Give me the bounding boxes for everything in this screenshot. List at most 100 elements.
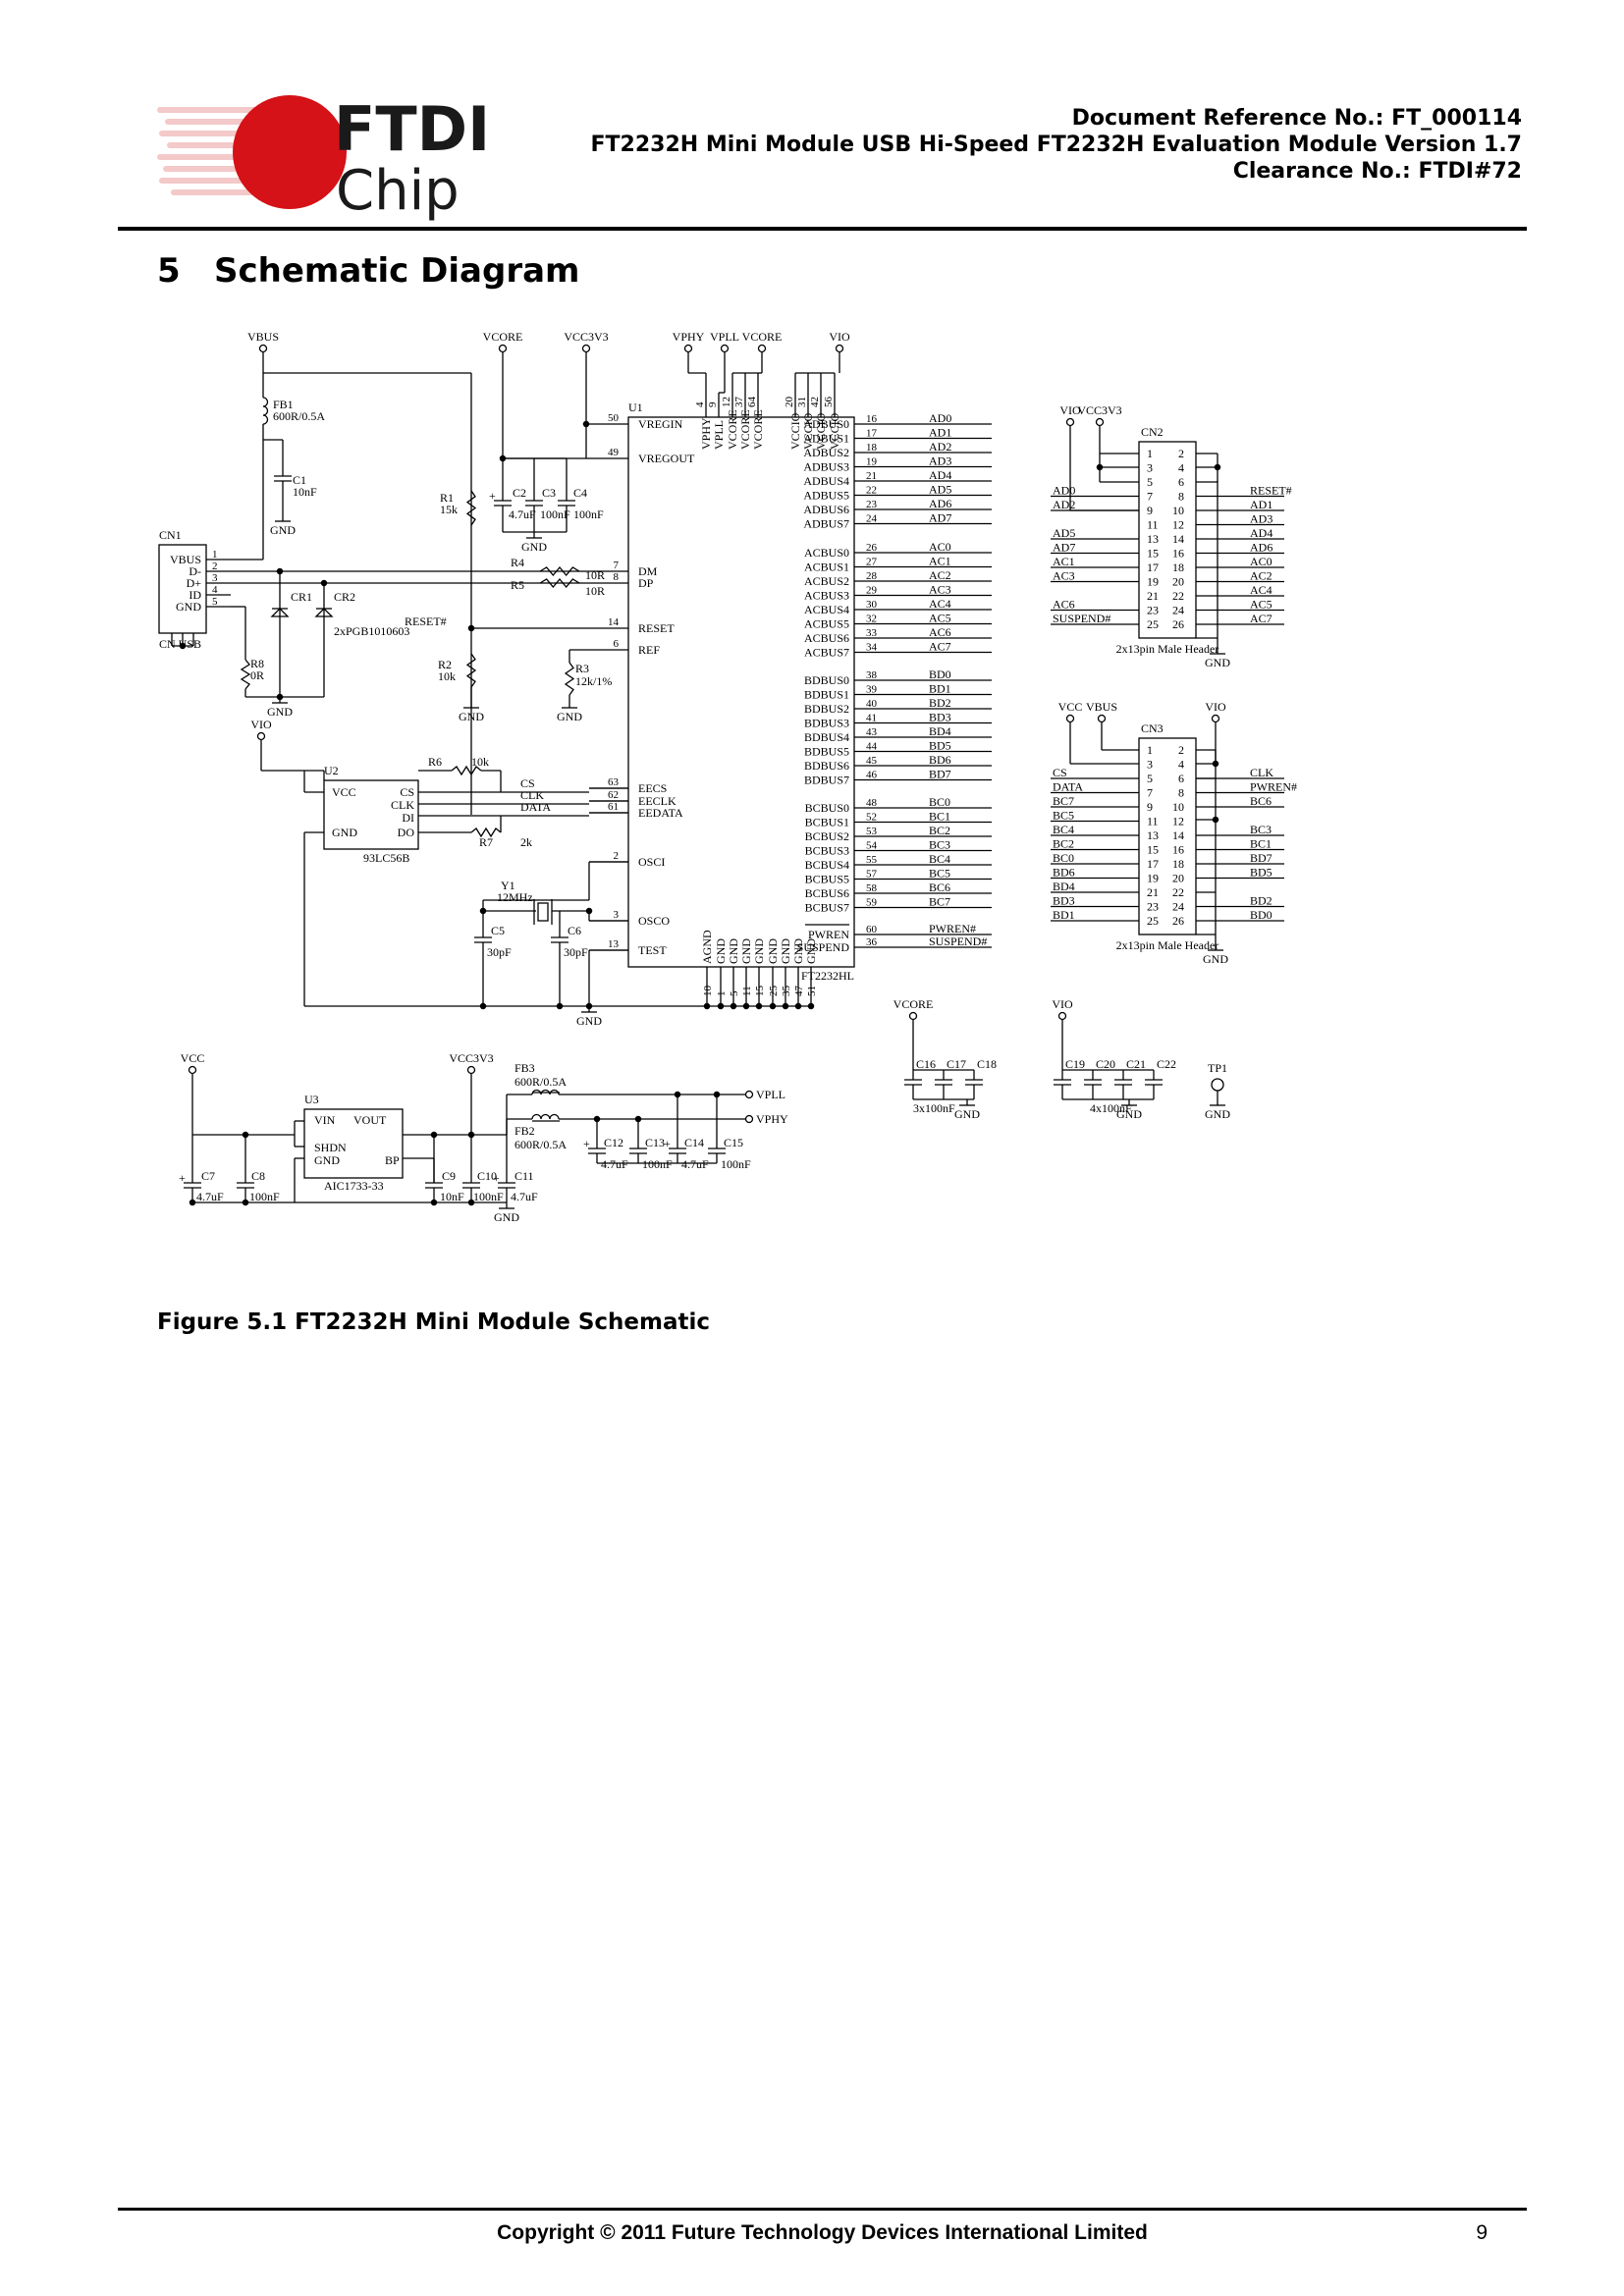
c1-value: 10nF	[293, 485, 317, 499]
u2-pin-vcc: VCC	[332, 785, 356, 799]
c20-label: C20	[1096, 1057, 1115, 1071]
cr2-diode	[314, 608, 334, 617]
bdbus-net: BD6	[929, 753, 951, 767]
r5-resistor	[539, 577, 580, 589]
c8-value: 100nF	[249, 1190, 280, 1203]
u1-pin-reset: RESET	[638, 621, 675, 635]
cn3-header-pin-odd: 23	[1147, 900, 1159, 914]
adbus-num: 16	[866, 413, 878, 425]
fb2-coil	[540, 1113, 551, 1120]
cn3-header-pin-odd: 13	[1147, 828, 1159, 842]
cr1-label: CR1	[291, 590, 312, 604]
fb2-label: FB2	[514, 1124, 535, 1138]
fb2-coil	[531, 1113, 542, 1120]
r4-label: R4	[511, 556, 524, 569]
u1-pin-num: 13	[608, 938, 620, 950]
bdbus-net: BD4	[929, 724, 951, 738]
vphy-rail: VPHY	[673, 330, 705, 344]
r5-value: 10R	[585, 584, 605, 598]
u1-top-num: 56	[823, 397, 835, 408]
r2-value: 10k	[438, 669, 456, 683]
u1-pin-vregout: VREGOUT	[638, 452, 695, 465]
u1-pin-num: 63	[608, 776, 620, 788]
cn3-header-pin-even: 2	[1178, 743, 1184, 757]
cn2-header-pin-even: 8	[1178, 490, 1184, 504]
cn3-header-left-net: BC4	[1053, 823, 1074, 836]
r3-resistor	[564, 662, 575, 696]
cn3-header-left-net: BD1	[1053, 908, 1075, 922]
cn1-part: CN USB	[159, 637, 201, 651]
cn1-pin-num: 3	[212, 572, 218, 584]
junction-dot	[593, 1115, 601, 1123]
adbus-pin: ADBUS1	[803, 432, 849, 446]
vbus-rail-cn3-terminal	[1097, 714, 1107, 723]
cn2-header-ref: CN2	[1141, 425, 1164, 439]
cn3-header-pin-odd: 11	[1147, 815, 1159, 828]
vcc3v3-rail-cn2-terminal	[1095, 417, 1105, 427]
r4-resistor	[539, 565, 580, 577]
cn2-header-pin-odd: 5	[1147, 475, 1153, 489]
c12-value: 4.7uF	[601, 1157, 628, 1171]
junction-dot	[1212, 816, 1219, 824]
cn3-header-pin-even: 26	[1172, 914, 1184, 928]
vio-rail-u2: VIO	[250, 718, 272, 731]
cn2-header-pin-odd: 9	[1147, 504, 1153, 517]
fb3-coil	[549, 1089, 560, 1095]
logo-red-disc	[233, 95, 347, 209]
bdbus-num: 41	[866, 713, 877, 724]
u1-bot-pin: GND	[739, 938, 753, 964]
cn2-header-pin-even: 2	[1178, 447, 1184, 460]
c5-label: C5	[491, 924, 505, 937]
bcbus-pin: BCBUS7	[805, 901, 849, 915]
r2-resistor	[465, 653, 477, 688]
junction-dot	[807, 1002, 815, 1010]
adbus-pin: ADBUS4	[803, 474, 849, 488]
vio-rail-cn2: VIO	[1059, 403, 1081, 417]
vphy-terminal	[744, 1114, 754, 1124]
cn2-header-pin-even: 14	[1172, 532, 1184, 546]
cn3-header-pin-odd: 1	[1147, 743, 1153, 757]
r8-resistor	[240, 659, 251, 690]
cn2-header-left-net: AD2	[1053, 498, 1075, 511]
junction-dot	[794, 1002, 802, 1010]
vio-rail-cn3-terminal	[1211, 714, 1220, 723]
cn1-ref: CN1	[159, 528, 182, 542]
u2-93lc56b	[323, 779, 419, 850]
bcbus-net: BC3	[929, 838, 950, 852]
adbus-num: 24	[866, 513, 878, 525]
vphy-out-label: VPHY	[756, 1112, 788, 1126]
c2-value: 4.7uF	[509, 507, 536, 521]
adbus-num: 17	[866, 428, 878, 440]
u1-bot-num: 15	[754, 986, 766, 997]
y1-crystal	[537, 902, 549, 922]
c4-label: C4	[573, 486, 587, 500]
junction-dot	[717, 1002, 725, 1010]
junction-dot	[1214, 463, 1221, 471]
fb3-value: 600R/0.5A	[514, 1075, 567, 1089]
u1-pin-num: 61	[608, 801, 619, 813]
bdbus-num: 43	[866, 726, 878, 738]
adbus-pin: ADBUS0	[803, 417, 849, 431]
u1-top-pin: VCCIO	[814, 412, 828, 450]
vcc-rail: VCC	[181, 1051, 205, 1065]
c2-polarity: +	[489, 489, 496, 503]
bdbus-num: 44	[866, 741, 878, 753]
cn1-pin-4: GND	[176, 600, 201, 614]
c13-label: C13	[645, 1136, 665, 1149]
u1-bot-num: 10	[702, 986, 714, 997]
vio-rail: VIO	[829, 330, 850, 344]
reset-net: RESET#	[405, 614, 447, 628]
cn2-header-pin-even: 4	[1178, 461, 1184, 475]
u1-c-net: SUSPEND#	[929, 934, 987, 948]
u1-pin-pwren: PWREN	[808, 928, 849, 941]
junction-dot	[713, 1091, 721, 1098]
u2-ref: U2	[324, 764, 339, 777]
adbus-pin: ADBUS6	[803, 503, 849, 516]
u1-top-num: 64	[746, 397, 758, 408]
junction-dot	[755, 1002, 763, 1010]
c16-value: 3x100nF	[913, 1101, 955, 1115]
y1-value: 12MHz	[497, 890, 533, 904]
fb1-coil	[262, 405, 269, 416]
bdbus-num: 40	[866, 698, 878, 710]
c10-value: 100nF	[473, 1190, 504, 1203]
